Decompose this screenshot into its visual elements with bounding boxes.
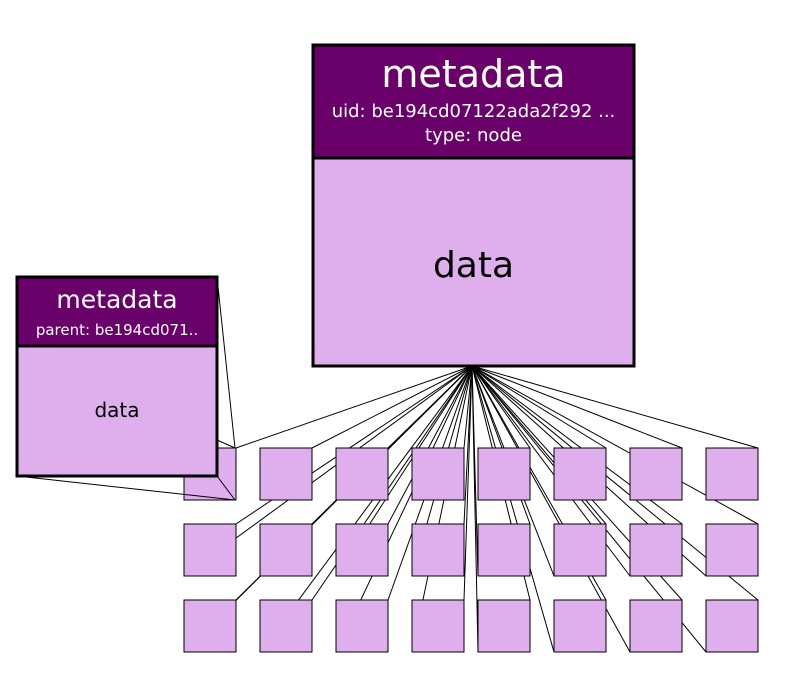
connector-line	[463, 365, 473, 601]
child-node-square	[411, 523, 465, 577]
main-node-card: metadata uid: be194cd07122ada2f292 ... t…	[311, 43, 636, 368]
main-node-uid: uid: be194cd07122ada2f292 ...	[332, 101, 616, 122]
connector-line	[471, 365, 607, 449]
child-node-square	[335, 447, 389, 501]
child-node-square	[477, 447, 531, 501]
child-node-square	[335, 599, 389, 653]
child-node-square	[629, 523, 683, 577]
child-node-square	[183, 523, 237, 577]
child-node-square	[553, 447, 607, 501]
child-card-parent: parent: be194cd071..	[36, 321, 198, 339]
connector-line	[311, 365, 473, 449]
expanded-child-card: metadata parent: be194cd071.. data	[15, 275, 219, 478]
connector-line	[235, 365, 473, 449]
child-node-square	[629, 447, 683, 501]
child-node-grid	[183, 447, 759, 653]
child-node-square	[705, 599, 759, 653]
main-node-header	[311, 43, 636, 160]
connector-line	[471, 365, 555, 653]
child-node-square	[477, 599, 531, 653]
connector-line	[471, 365, 479, 653]
main-node-body	[311, 156, 636, 368]
child-node-square	[553, 523, 607, 577]
main-node-header-title: metadata	[381, 52, 565, 96]
child-node-square	[477, 523, 531, 577]
child-node-square	[259, 599, 313, 653]
child-card-data-label: data	[94, 398, 139, 422]
child-node-square	[335, 523, 389, 577]
child-node-square	[411, 447, 465, 501]
connector-line	[471, 365, 683, 449]
connector-line	[471, 365, 759, 449]
zoom-line-top	[216, 276, 236, 449]
main-node-data-label: data	[433, 245, 514, 286]
zoom-line-bottom	[16, 475, 236, 501]
child-node-square	[705, 447, 759, 501]
child-node-square	[553, 599, 607, 653]
zoom-line-middle	[216, 439, 236, 449]
child-card-body	[15, 344, 219, 478]
zoom-projection-lines	[16, 276, 236, 501]
child-node-square	[705, 523, 759, 577]
child-node-square	[183, 599, 237, 653]
child-card-header-title: metadata	[56, 285, 177, 314]
child-node-square	[629, 599, 683, 653]
connector-line	[387, 365, 473, 525]
zoom-line-lower	[216, 475, 236, 501]
child-node-square	[259, 447, 313, 501]
connector-line	[463, 365, 473, 449]
child-node-square	[411, 599, 465, 653]
child-card-header	[15, 275, 219, 348]
main-node-type: type: node	[425, 125, 522, 146]
child-node-square	[259, 523, 313, 577]
